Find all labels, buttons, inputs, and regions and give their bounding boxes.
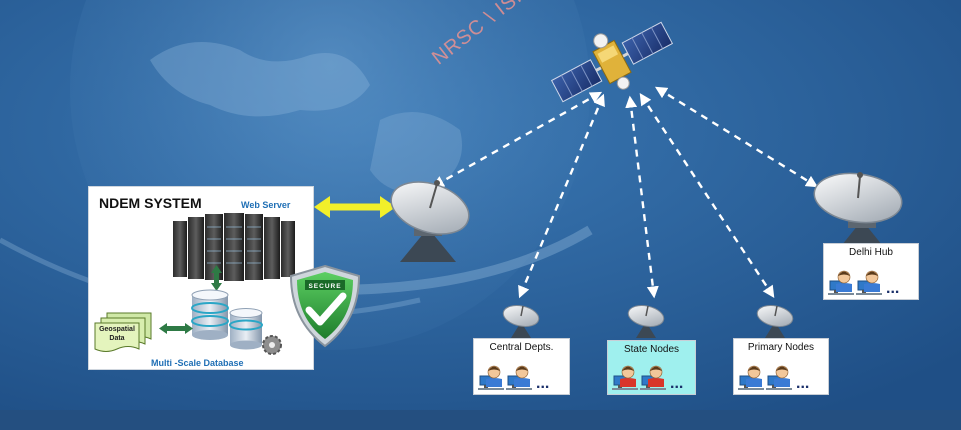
link-central-depts <box>518 93 605 299</box>
user-workstation-icon <box>856 270 882 295</box>
satellite-links <box>431 86 819 299</box>
user-workstation-icon <box>506 365 532 390</box>
node-users-artwork: ... <box>478 365 549 392</box>
node-label: Delhi Hub <box>849 247 893 258</box>
satellite-icon <box>550 21 674 103</box>
server-dish-link <box>314 196 396 218</box>
more-users-ellipsis: ... <box>536 375 549 392</box>
ndem-system-artwork: Geospatial Data <box>94 213 295 355</box>
node-label: Central Depts. <box>489 342 554 353</box>
user-workstation-icon <box>478 365 504 390</box>
database-label: Multi -Scale Database <box>151 358 244 368</box>
node-state-nodes: State Nodes ... <box>607 340 696 395</box>
user-workstation-icon <box>612 365 638 390</box>
node-users-artwork: ... <box>612 365 683 392</box>
node-delhi-hub: Delhi Hub ... <box>823 243 919 300</box>
ndem-system-panel: NDEM SYSTEM Web Server <box>88 186 314 370</box>
node-users-artwork: ... <box>738 365 809 392</box>
ground-station-dish-main <box>390 180 470 262</box>
web-server-icon <box>173 213 295 281</box>
geospatial-data-icon <box>94 312 152 352</box>
more-users-ellipsis: ... <box>796 375 809 392</box>
secure-shield-icon: SECURE <box>289 264 361 348</box>
node-primary-nodes: Primary Nodes ... <box>733 338 829 395</box>
node-users-artwork: ... <box>828 270 899 297</box>
dish-primary <box>756 305 794 338</box>
node-label: Primary Nodes <box>747 342 815 353</box>
geodata-database-arrow <box>159 323 193 334</box>
dish-central <box>502 305 540 338</box>
server-database-arrow <box>211 265 222 291</box>
user-workstation-icon <box>766 365 792 390</box>
more-users-ellipsis: ... <box>670 375 683 392</box>
ndem-system-title: NDEM SYSTEM <box>99 195 202 211</box>
user-workstation-icon <box>738 365 764 390</box>
node-central-depts: Central Depts. ... <box>473 338 570 395</box>
user-workstation-icon <box>640 365 666 390</box>
dish-state <box>627 305 665 338</box>
link-delhi-hub <box>654 86 819 188</box>
more-users-ellipsis: ... <box>886 280 899 297</box>
geospatial-data-label: Geospatial Data <box>99 326 135 342</box>
user-workstation-icon <box>828 270 854 295</box>
database-icon <box>191 289 282 355</box>
web-server-label: Web Server <box>241 200 291 210</box>
secure-label: SECURE <box>308 283 341 290</box>
node-label: State Nodes <box>623 344 680 355</box>
bottom-band <box>0 410 961 430</box>
ground-station-dish-delhi <box>813 172 903 250</box>
